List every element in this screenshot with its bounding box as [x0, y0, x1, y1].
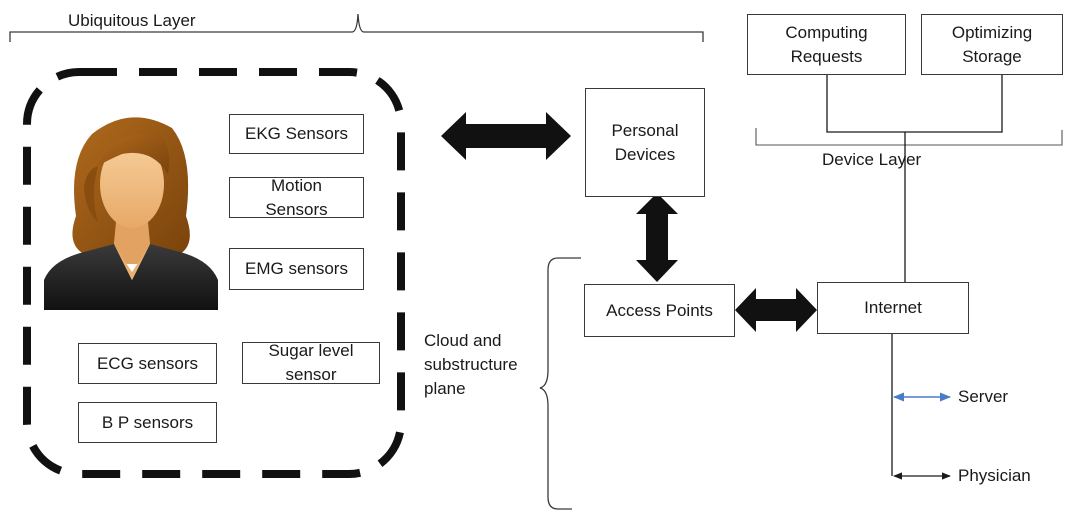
ubiquitous-layer-brace — [9, 13, 704, 42]
double-arrow-personal-access — [636, 193, 678, 282]
sugar-level-sensor-box: Sugar level sensor — [242, 341, 380, 384]
access-points-box: Access Points — [584, 284, 735, 337]
ekg-sensors-box: EKG Sensors — [229, 114, 364, 154]
cloud-plane-brace — [539, 257, 581, 510]
motion-sensors-box: Motion Sensors — [229, 176, 364, 219]
server-label: Server — [958, 387, 1009, 406]
internet-box: Internet — [817, 282, 969, 334]
computing-requests-box: Computing Requests — [747, 14, 906, 75]
emg-sensors-box: EMG sensors — [229, 248, 364, 290]
cloud-plane-label: Cloud and substructure plane — [424, 331, 518, 398]
personal-devices-box: Personal Devices — [585, 88, 705, 197]
patient-avatar — [44, 117, 218, 310]
computing-connector — [826, 75, 1003, 133]
ubiquitous-layer-label: Ubiquitous Layer — [68, 11, 196, 30]
sensor-enclosure — [23, 68, 405, 478]
bp-sensors-box: B P sensors — [78, 402, 217, 443]
device-layer-label: Device Layer — [822, 150, 922, 169]
double-arrow-sensors-personal — [441, 112, 571, 160]
ecg-sensors-box: ECG sensors — [78, 343, 217, 384]
physician-label: Physician — [958, 466, 1031, 485]
double-arrow-access-internet — [735, 288, 817, 332]
device-layer-bracket — [755, 128, 1063, 146]
optimizing-storage-box: Optimizing Storage — [921, 14, 1063, 75]
